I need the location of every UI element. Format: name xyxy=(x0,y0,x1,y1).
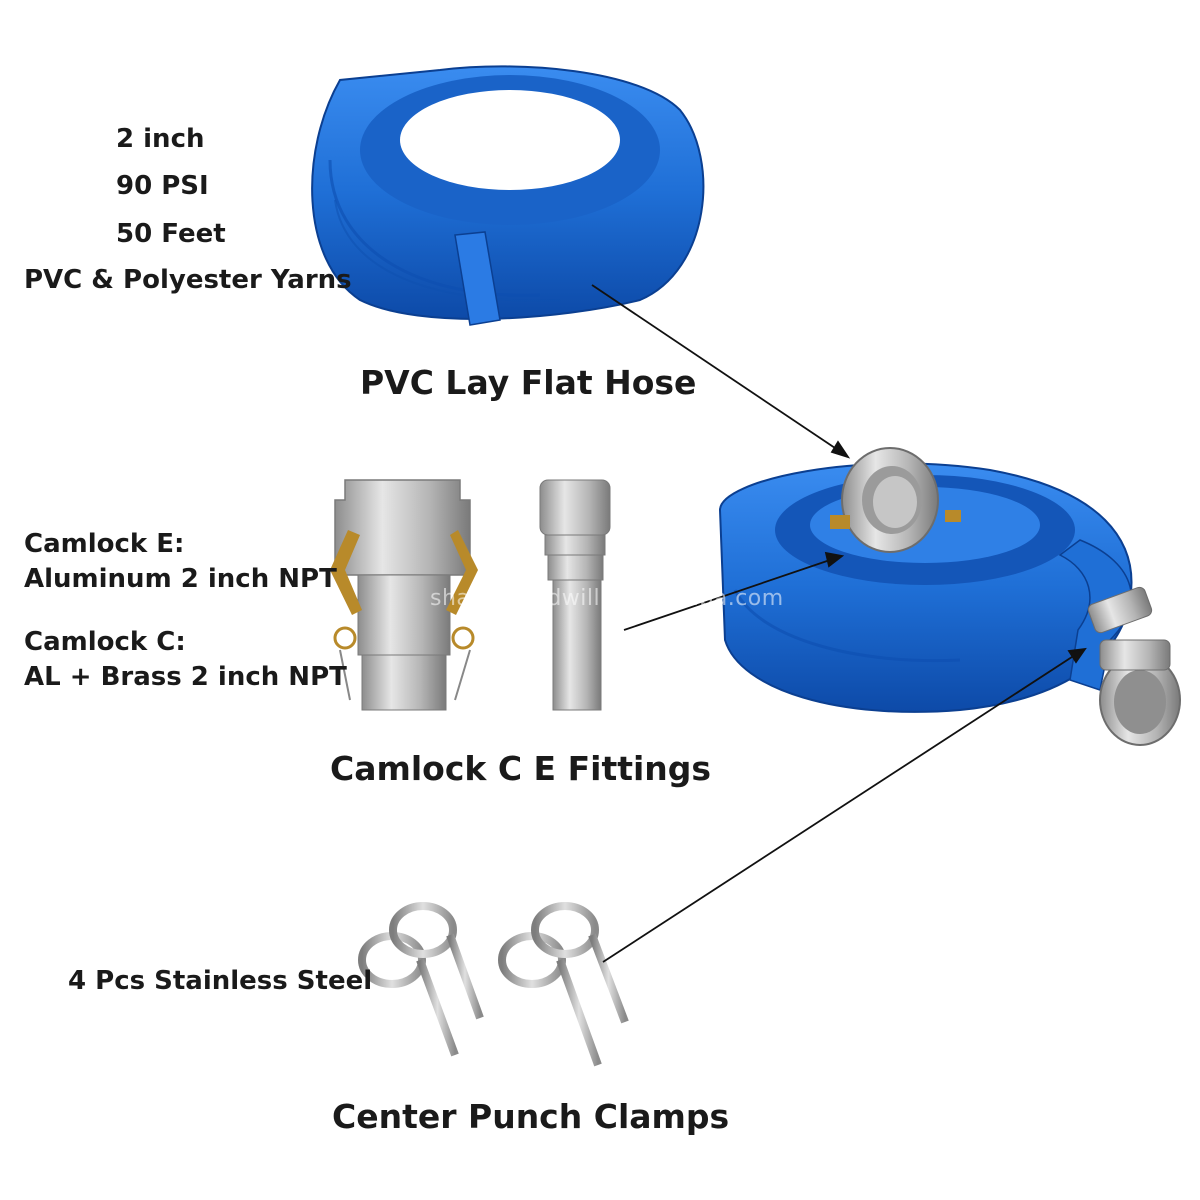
fittings-caption: Camlock C E Fittings xyxy=(330,749,712,788)
camlock-c-detail: AL + Brass 2 inch NPT xyxy=(24,662,347,692)
camlock-e-title: Camlock E: xyxy=(24,529,185,559)
clamps-label: 4 Pcs Stainless Steel xyxy=(68,966,373,996)
camlock-e-detail: Aluminum 2 inch NPT xyxy=(24,564,337,594)
clamps-caption: Center Punch Clamps xyxy=(332,1097,730,1136)
hose-spec-material: PVC & Polyester Yarns xyxy=(24,265,352,295)
hose-caption: PVC Lay Flat Hose xyxy=(360,363,697,402)
punch-clamp-icon xyxy=(358,902,629,1067)
camlock-c-fitting-icon xyxy=(330,479,478,711)
assembled-hose-kit-icon xyxy=(718,447,1181,746)
hose-spec-size: 2 inch xyxy=(116,124,205,154)
hose-spec-pressure: 90 PSI xyxy=(116,171,209,201)
camlock-e-fitting-icon xyxy=(539,479,611,711)
coiled-hose-icon xyxy=(311,65,705,326)
camlock-c-title: Camlock C: xyxy=(24,627,186,657)
watermark: shanxigoodwill.en.alibaba.com xyxy=(430,586,784,611)
hose-spec-length: 50 Feet xyxy=(116,219,226,249)
connector-lines xyxy=(591,284,1087,963)
